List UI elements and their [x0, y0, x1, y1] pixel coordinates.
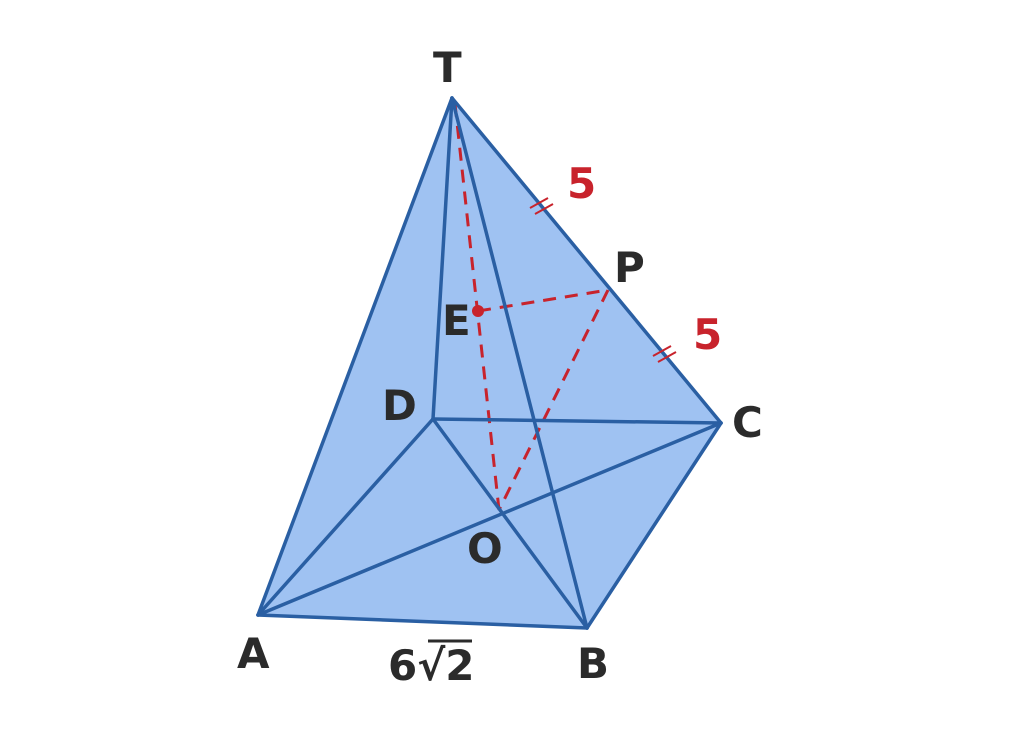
- tick-mark: [529, 197, 549, 209]
- edge-TC: [450, 96, 723, 425]
- label-T: T: [433, 43, 462, 92]
- edge-DA: [256, 417, 435, 617]
- label-E: E: [442, 296, 471, 345]
- length-labels: 5 5 6√2: [388, 159, 722, 690]
- segment-PO: [497, 289, 610, 511]
- tick-mark: [534, 203, 554, 215]
- tick-mark: [657, 351, 677, 363]
- edge-TD: [431, 96, 454, 421]
- pyramid-face-fill: [258, 98, 721, 628]
- label-O: O: [467, 524, 503, 573]
- diagonal-BD: [431, 417, 589, 630]
- pyramid-edges: [256, 96, 723, 630]
- label-B: B: [577, 639, 609, 688]
- edge-CD: [431, 417, 723, 425]
- tick-mark: [652, 345, 672, 357]
- equal-length-ticks: [529, 197, 677, 363]
- point-E-dot: [472, 305, 484, 317]
- label-C: C: [732, 398, 763, 447]
- diagonal-AC: [256, 421, 723, 617]
- label-P: P: [614, 243, 645, 292]
- edge-AB: [256, 613, 589, 630]
- length-PC: 5: [693, 310, 722, 359]
- label-A: A: [237, 629, 270, 678]
- label-D: D: [382, 381, 417, 430]
- edge-TA: [256, 96, 454, 617]
- edge-TB: [450, 96, 589, 630]
- point-labels: T A B C D O P E: [237, 43, 763, 688]
- edge-BC: [585, 421, 723, 630]
- length-TP: 5: [567, 159, 596, 208]
- length-AB: 6√2: [388, 641, 474, 690]
